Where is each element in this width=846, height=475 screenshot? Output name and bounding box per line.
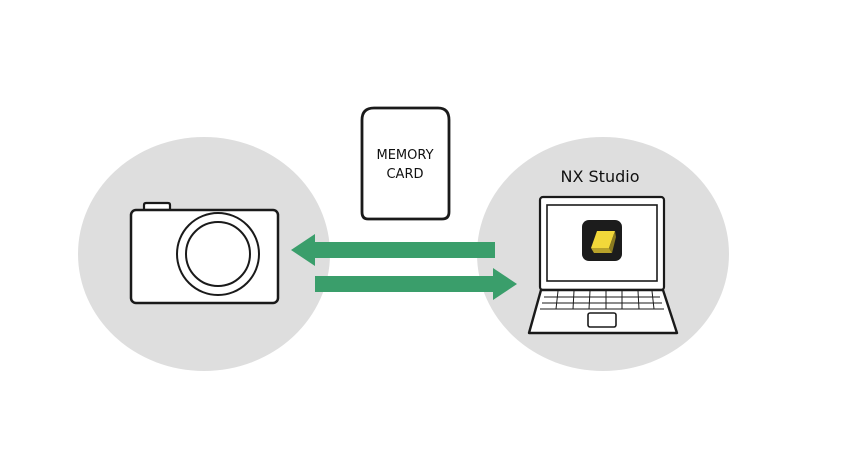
memory-card-label-line2: CARD (386, 167, 423, 182)
compact-camera-icon (129, 201, 280, 305)
nx-studio-app-icon (582, 220, 622, 261)
laptop-icon (527, 195, 679, 335)
transfer-arrow-to-camera (291, 234, 495, 266)
memory-card: MEMORY CARD (360, 106, 451, 221)
app-name-label: NX Studio (561, 167, 640, 186)
memory-card-label-line1: MEMORY (376, 148, 433, 163)
transfer-arrow-to-computer (315, 268, 517, 300)
